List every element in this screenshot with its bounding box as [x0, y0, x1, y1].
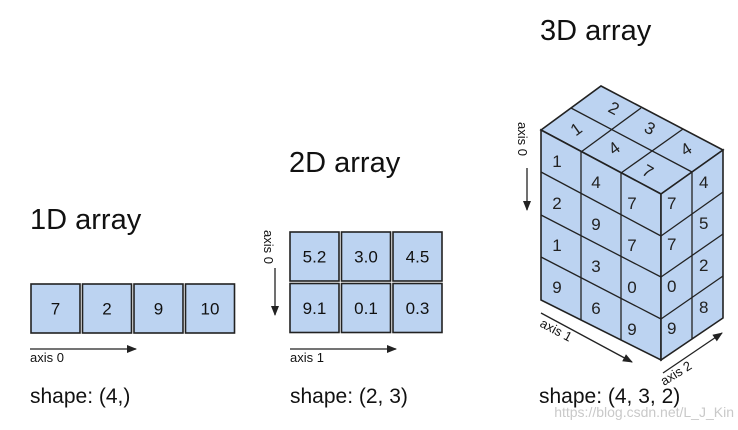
front-face-value: 1	[552, 152, 561, 171]
one-d-cell-value: 10	[201, 300, 220, 319]
front-face-value: 0	[627, 278, 636, 297]
side-face-value: 8	[699, 298, 708, 317]
three-d-shape-label: shape: (4, 3, 2)	[539, 385, 680, 408]
side-face-value: 0	[667, 277, 676, 296]
front-face-value: 7	[627, 194, 636, 213]
cuboid: 1 2 4 3 7 4 1 4 7 2 9 7 1 3 0 9 6 9 7 4 …	[539, 85, 725, 362]
side-face-value: 7	[667, 235, 676, 254]
three-d-axis2-arrow	[662, 332, 723, 374]
side-grid-line	[660, 275, 724, 320]
side-grid-line	[660, 233, 724, 278]
two-d-axis1-label: axis 1	[290, 350, 324, 365]
front-face-value: 2	[552, 194, 561, 213]
front-face-value: 9	[591, 215, 600, 234]
one-d-axis0-label: axis 0	[30, 350, 64, 365]
one-d-cell-box	[30, 283, 81, 334]
front-grid-line	[540, 256, 662, 320]
side-face-value: 5	[699, 214, 708, 233]
two-d-cell-value: 5.2	[303, 248, 327, 267]
three-d-axis2-label: axis 2	[658, 358, 695, 389]
two-d-cell-box	[289, 231, 340, 282]
top-grid-line	[580, 107, 642, 153]
front-face-value: 9	[552, 278, 561, 297]
two-d-axis0-label: axis 0	[261, 230, 276, 264]
one-d-title: 1D array	[30, 204, 142, 236]
side-face-value: 9	[667, 319, 676, 338]
one-d-cell-value: 2	[102, 300, 111, 319]
front-face-value: 4	[591, 173, 600, 192]
two-d-cell-value: 0.3	[406, 299, 430, 318]
one-d-cell-box	[81, 283, 133, 334]
two-d-cell-value: 0.1	[354, 299, 378, 318]
two-d-cell-box	[392, 231, 443, 282]
side-face-value: 4	[699, 173, 708, 192]
three-d-axis1-label: axis 1	[538, 315, 575, 344]
one-d-array-group: 1D array 7 2 9 10 axis 0 shape: (4,)	[30, 204, 236, 408]
top-grid-line	[570, 107, 693, 173]
three-d-title: 3D array	[540, 15, 652, 47]
front-face-value: 1	[552, 236, 561, 255]
two-d-cell-box	[340, 282, 392, 334]
one-d-cell-box	[184, 283, 236, 334]
two-d-title: 2D array	[289, 147, 401, 179]
two-d-cells: 5.2 3.0 4.5 9.1 0.1 0.3	[289, 231, 443, 334]
front-face-value: 7	[627, 236, 636, 255]
one-d-cell-box	[133, 283, 184, 334]
two-d-cell-box	[340, 231, 392, 282]
one-d-cell-value: 7	[51, 300, 60, 319]
watermark: https://blog.csdn.net/L_J_Kin	[554, 404, 734, 420]
side-grid-line	[660, 191, 724, 237]
two-d-cell-box	[392, 282, 443, 334]
two-d-cell-value: 4.5	[406, 248, 430, 267]
one-d-shape-label: shape: (4,)	[30, 385, 130, 408]
front-face-value: 3	[591, 257, 600, 276]
two-d-cell-value: 3.0	[354, 248, 378, 267]
front-face-value: 9	[627, 320, 636, 339]
front-face-value: 6	[591, 299, 600, 318]
three-d-array-group: 3D array 1 2 4 3 7 4	[515, 15, 725, 408]
two-d-array-group: 2D array 5.2 3.0 4.5 9.1 0.1 0.3 axis 0 axis …	[261, 147, 443, 408]
two-d-cell-value: 9.1	[303, 299, 327, 318]
two-d-cell-box	[289, 282, 340, 334]
side-face-value: 2	[699, 256, 708, 275]
three-d-axis0-label: axis 0	[515, 122, 530, 156]
side-face-value: 7	[667, 194, 676, 213]
one-d-cells: 7 2 9 10	[30, 283, 236, 334]
one-d-cell-value: 9	[154, 300, 163, 319]
front-grid-line	[540, 171, 662, 237]
front-grid-line	[540, 214, 662, 278]
three-d-axis1-arrow	[540, 312, 633, 363]
two-d-shape-label: shape: (2, 3)	[290, 385, 408, 408]
